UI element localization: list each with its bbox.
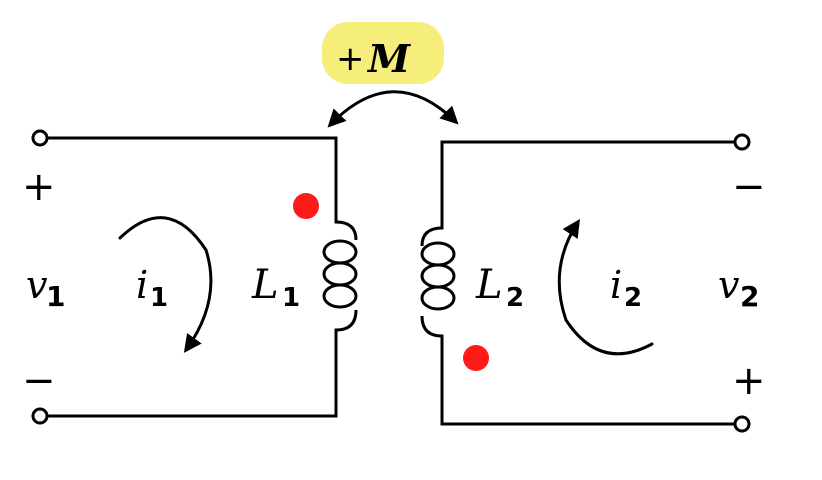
right-minus-sign: − <box>732 164 766 210</box>
mutual-arrow <box>327 90 459 128</box>
left-plus-sign: + <box>22 164 56 210</box>
right-voltage-label: v <box>718 263 740 307</box>
right-current-label: i <box>610 263 622 307</box>
left-voltage-label: v <box>26 263 48 307</box>
right-plus-sign: + <box>732 358 766 404</box>
right-current-arrow <box>557 218 654 356</box>
left-top-terminal[interactable] <box>31 129 49 147</box>
polarity-dot-l2 <box>463 345 489 371</box>
l2-symbol: L <box>475 262 503 308</box>
right-voltage-sub: 2 <box>740 280 759 313</box>
left-minus-sign: − <box>22 358 56 404</box>
inductor-l2 <box>420 226 456 338</box>
inductor-l1 <box>322 220 358 332</box>
mutual-symbol: M <box>366 36 411 81</box>
right-top-wire <box>440 140 738 230</box>
l2-sub: 2 <box>506 283 524 313</box>
left-bottom-wire <box>44 328 338 418</box>
left-bottom-terminal[interactable] <box>31 407 49 425</box>
l1-sub: 1 <box>282 283 300 313</box>
right-current-sub: 2 <box>624 283 642 313</box>
right-bottom-terminal[interactable] <box>733 415 751 433</box>
left-voltage-sub: 1 <box>46 280 65 313</box>
right-bottom-wire <box>440 334 738 426</box>
right-top-terminal[interactable] <box>733 133 751 151</box>
left-current-label: i <box>136 263 148 307</box>
mutual-highlight <box>322 22 444 84</box>
polarity-dot-l1 <box>293 193 319 219</box>
left-top-wire <box>44 136 338 224</box>
l1-symbol: L <box>251 262 279 308</box>
left-current-arrow <box>118 216 213 353</box>
mutual-sign: + <box>336 39 365 79</box>
left-current-sub: 1 <box>150 283 168 313</box>
